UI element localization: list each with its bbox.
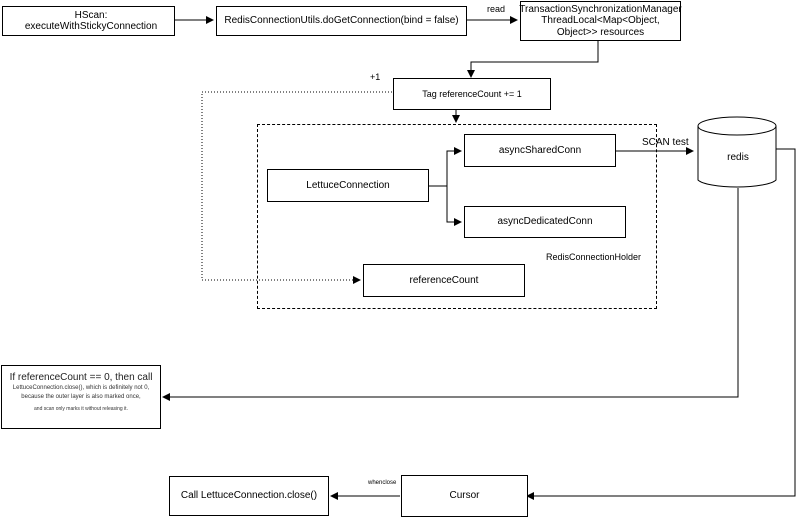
arrow-lettuce-to-shared [428, 147, 462, 187]
async-dedicated-conn-node: asyncDedicatedConn [464, 206, 626, 238]
lettuce-connection-label: LettuceConnection [306, 179, 390, 191]
reference-count-note: If referenceCount == 0, then call Lettuc… [1, 365, 161, 429]
scan-test-edge-label: SCAN test [642, 137, 689, 148]
redis-database-icon [697, 116, 777, 188]
async-shared-conn-label: asyncSharedConn [498, 144, 582, 156]
arrow-redis-to-cursor [526, 148, 796, 500]
note-line4: and scan only marks it without releasing… [34, 405, 128, 412]
plus-one-edge-label: +1 [370, 72, 381, 82]
note-line2: LettuceConnection.close(), which is defi… [12, 384, 150, 391]
tsm-label-line2: ThreadLocal<Map<Object, Object>> resourc… [541, 15, 660, 38]
async-dedicated-conn-label: asyncDedicatedConn [497, 216, 593, 228]
arrow-tag-to-referencecount [201, 91, 392, 284]
hscan-node: HScan: executeWithStickyConnection [2, 6, 175, 36]
lettuce-connection-node: LettuceConnection [267, 169, 429, 202]
call-close-label: Call LettuceConnection.close() [180, 490, 318, 502]
tag-reference-node: Tag referenceCount += 1 [393, 78, 551, 110]
arrow-redis-to-note [162, 188, 739, 401]
when-close-edge-label: whenclose [368, 480, 397, 486]
tsm-label-line1: TransactionSynchronizationManager [519, 3, 682, 15]
holder-label: RedisConnectionHolder [546, 252, 642, 262]
tsm-node: TransactionSynchronizationManager Thread… [519, 1, 682, 41]
cursor-node: Cursor [401, 475, 528, 517]
get-connection-node: RedisConnectionUtils.doGetConnection(bin… [216, 6, 467, 36]
read-edge-label: read [487, 4, 506, 14]
redis-connection-holder [257, 124, 657, 309]
reference-count-label: referenceCount [409, 274, 479, 286]
arrow-lettuce-to-dedicated [446, 186, 462, 226]
reference-count-node: referenceCount [363, 264, 525, 297]
note-line1: If referenceCount == 0, then call [9, 372, 153, 383]
arrow-tsm-to-tag [467, 40, 599, 78]
cursor-label: Cursor [449, 490, 480, 502]
tag-reference-label: Tag referenceCount += 1 [422, 88, 522, 99]
call-close-node: Call LettuceConnection.close() [169, 476, 329, 516]
hscan-label: HScan: executeWithStickyConnection [24, 9, 158, 33]
async-shared-conn-node: asyncSharedConn [464, 134, 616, 167]
redis-label: redis [727, 152, 749, 163]
note-line3: because the outer layer is also marked o… [21, 394, 141, 400]
get-connection-label: RedisConnectionUtils.doGetConnection(bin… [224, 15, 459, 27]
